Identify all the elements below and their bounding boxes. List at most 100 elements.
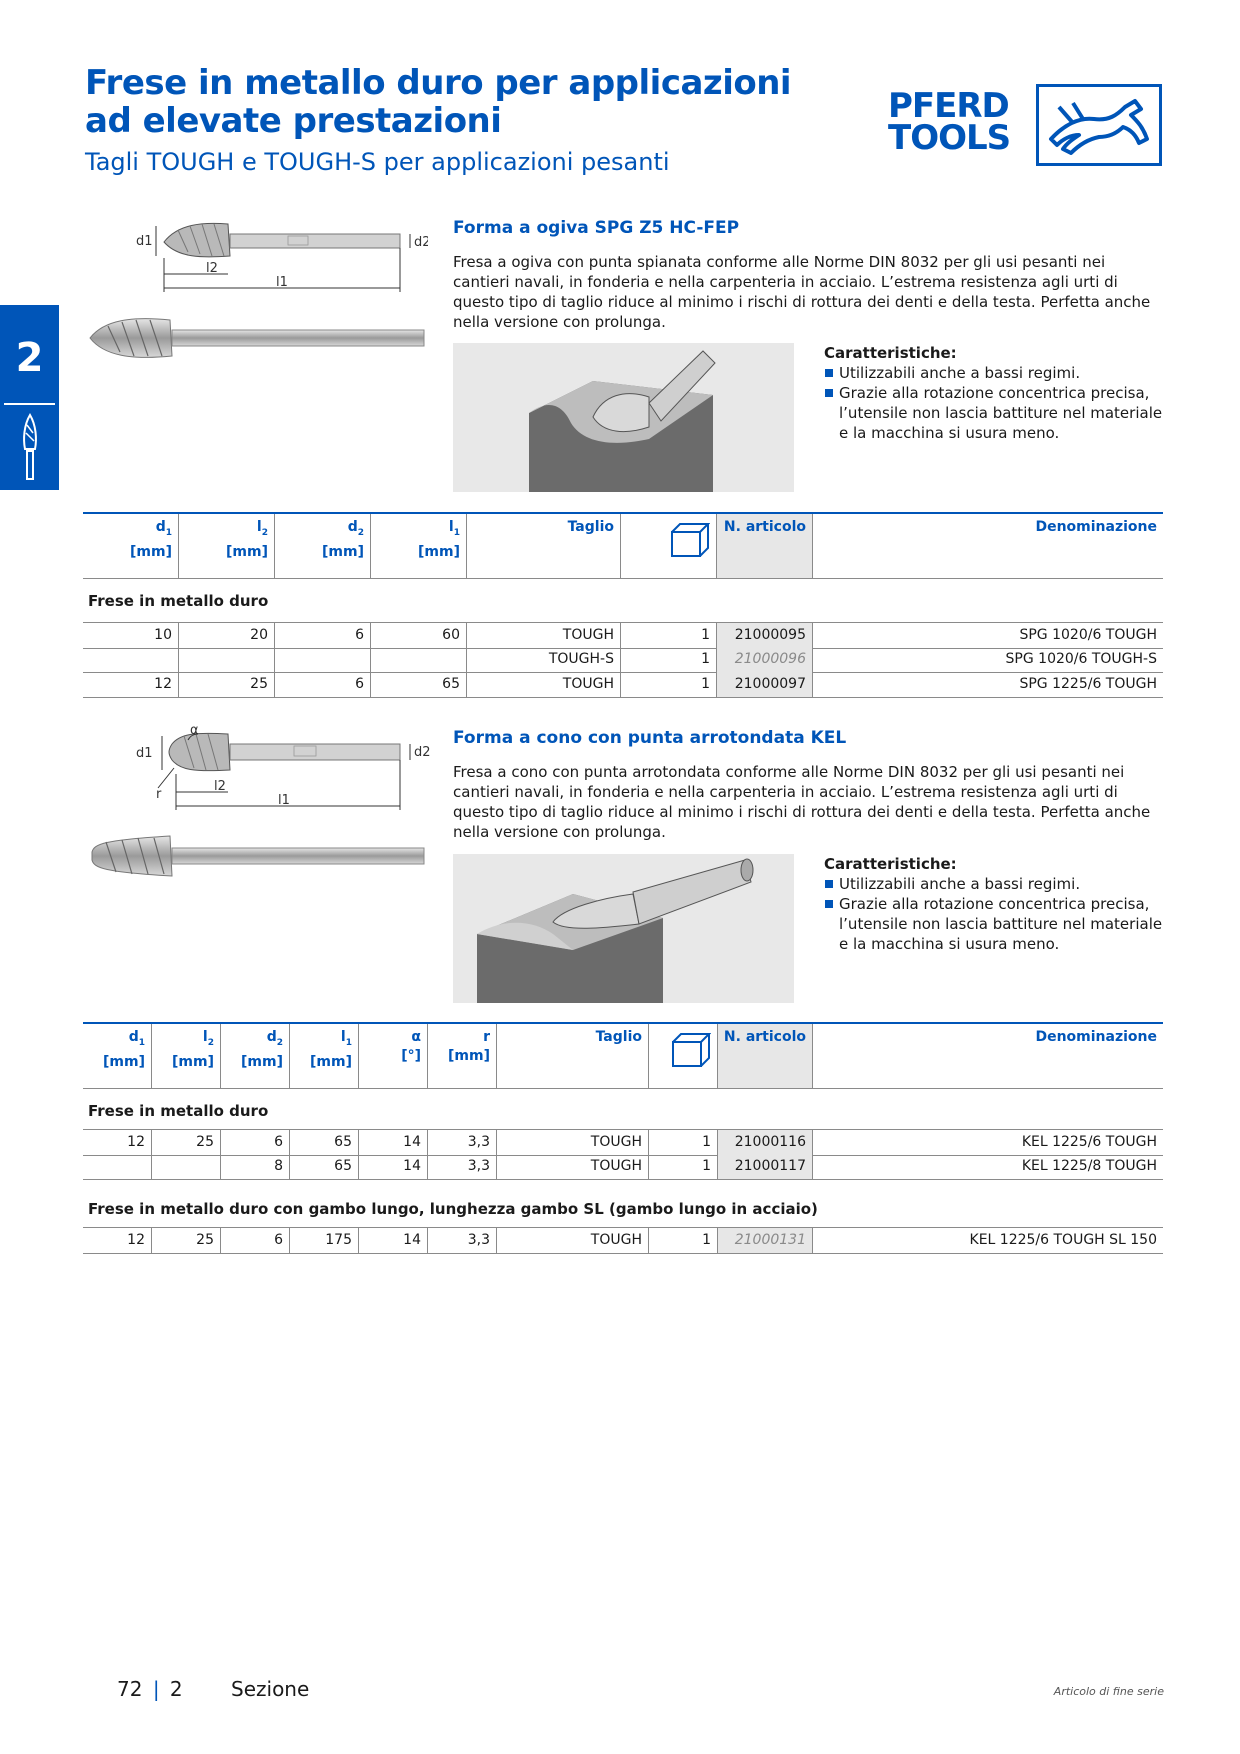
page-number: 72 — [117, 1677, 143, 1701]
col-l1: l1[mm] — [371, 514, 467, 578]
table-cell: 21000117 — [718, 1154, 813, 1179]
dim-l2-label: l2 — [206, 261, 218, 276]
section-number: 2 — [15, 335, 44, 381]
table-cell: SPG 1020/6 TOUGH — [1019, 627, 1157, 643]
table-cell: TOUGH — [497, 1228, 649, 1253]
table-cell: TOUGH-S — [467, 647, 621, 672]
kel-table-header: d1[mm] l2[mm] d2[mm] l1[mm] α[°] r[mm] T… — [83, 1022, 1163, 1089]
col-taglio-kel: Taglio — [497, 1024, 649, 1088]
dim-l1-label-kel: l1 — [278, 793, 290, 808]
table-cell: 65 — [371, 672, 467, 697]
table-cell: KEL 1225/6 TOUGH SL 150 — [969, 1232, 1157, 1248]
table-cell: 3,3 — [428, 1228, 497, 1253]
table-cell: 21000095 — [717, 623, 813, 648]
table-cell: 1 — [649, 1154, 718, 1179]
table-cell: KEL 1225/6 TOUGH — [1021, 1134, 1157, 1150]
kel-application-illustration — [453, 854, 794, 1003]
logo-line-2: TOOLS — [888, 118, 1011, 158]
table-cell: 3,3 — [428, 1130, 497, 1155]
section1-feature-2: Grazie alla rotazione concentrica precis… — [824, 383, 1164, 443]
table-cell: SPG 1225/6 TOUGH — [1019, 676, 1157, 692]
dim-d2-label-kel: d2 — [414, 745, 431, 760]
table-cell: 1 — [649, 1228, 718, 1253]
table-cell: 21000097 — [717, 672, 813, 697]
table-cell: 1 — [649, 1130, 718, 1155]
col-alpha: α[°] — [359, 1024, 428, 1088]
table-cell: TOUGH — [497, 1130, 649, 1155]
table-cell: 21000096 — [717, 647, 813, 672]
col-l2: l2[mm] — [179, 514, 275, 578]
col-d1: d1[mm] — [83, 514, 179, 578]
dim-alpha-label: α — [190, 726, 199, 738]
table-cell: 25 — [152, 1228, 221, 1253]
table-cell: 14 — [359, 1154, 428, 1179]
table-cell: 175 — [290, 1228, 359, 1253]
burr-tool-icon — [23, 413, 37, 480]
table-cell: 10 — [83, 623, 179, 648]
table-cell — [275, 647, 371, 672]
brand-logo-text: PFERD TOOLS — [888, 86, 1011, 158]
col-d2: d2[mm] — [275, 514, 371, 578]
section2-title: Forma a cono con punta arrotondata KEL — [453, 728, 847, 748]
col-pack-kel — [649, 1024, 718, 1088]
table-cell — [83, 647, 179, 672]
table-cell: 1 — [621, 672, 717, 697]
kel-group1-title: Frese in metallo duro — [88, 1102, 269, 1120]
section1-features-title: Caratteristiche: — [824, 344, 957, 362]
kel-dimension-drawing: α d1 r l2 l1 d2 — [136, 726, 431, 810]
col-d1-kel: d1[mm] — [83, 1024, 152, 1088]
spg-dimension-drawing: d1 d2 l2 l1 — [136, 222, 428, 292]
table-cell: TOUGH — [497, 1154, 649, 1179]
table-cell: SPG 1020/6 TOUGH-S — [1005, 651, 1157, 667]
table-cell — [179, 647, 275, 672]
footer-note: Articolo di fine serie — [1053, 1685, 1164, 1698]
col-l1-kel: l1[mm] — [290, 1024, 359, 1088]
table-cell: TOUGH — [467, 672, 621, 697]
horse-logo-icon — [1036, 84, 1162, 166]
table-cell: 8 — [221, 1154, 290, 1179]
footer-section-label: Sezione — [231, 1677, 310, 1701]
table-cell: 25 — [179, 672, 275, 697]
page-subtitle: Tagli TOUGH e TOUGH-S per applicazioni p… — [85, 148, 670, 176]
table-cell: 60 — [371, 623, 467, 648]
logo-line-1: PFERD — [888, 86, 1010, 126]
dim-l1-label: l1 — [276, 275, 288, 290]
col-article-number-kel: N. articolo — [718, 1024, 813, 1088]
section2-feature-2: Grazie alla rotazione concentrica precis… — [824, 894, 1164, 954]
table-cell: 6 — [275, 623, 371, 648]
footer-section-number: 2 — [169, 1677, 183, 1701]
tab-divider — [4, 403, 55, 405]
col-r: r[mm] — [428, 1024, 497, 1088]
package-box-icon — [672, 1033, 712, 1067]
page-footer: 72 | 2 Sezione — [117, 1677, 310, 1701]
table-cell: 6 — [221, 1130, 290, 1155]
dim-d2-label: d2 — [414, 235, 428, 250]
table-cell — [371, 647, 467, 672]
section1-description: Fresa a ogiva con punta spianata conform… — [453, 253, 1151, 331]
col-l2-kel: l2[mm] — [152, 1024, 221, 1088]
table-cell: 65 — [290, 1130, 359, 1155]
table-cell: 25 — [152, 1130, 221, 1155]
dim-l2-label-kel: l2 — [214, 779, 226, 794]
table-cell: 1 — [621, 647, 717, 672]
dim-r-label: r — [156, 787, 162, 802]
col-d2-kel: d2[mm] — [221, 1024, 290, 1088]
section1-features: Caratteristiche: Utilizzabili anche a ba… — [824, 343, 1164, 443]
kel-group2-title: Frese in metallo duro con gambo lungo, l… — [88, 1200, 818, 1218]
col-denominazione: Denominazione — [1035, 519, 1157, 535]
table-cell: 12 — [83, 1228, 152, 1253]
table-cell — [83, 1154, 152, 1179]
page-title: Frese in metallo duro per applicazioni a… — [85, 63, 792, 141]
table-cell — [152, 1154, 221, 1179]
table-cell: 20 — [179, 623, 275, 648]
spg-table-header: d1[mm] l2[mm] d2[mm] l1[mm] Taglio N. ar… — [83, 512, 1163, 579]
section2-feature-1: Utilizzabili anche a bassi regimi. — [824, 874, 1164, 894]
table-cell: 14 — [359, 1130, 428, 1155]
section-side-tab: 2 — [0, 305, 59, 490]
section2-description: Fresa a cono con punta arrotondata confo… — [453, 763, 1151, 841]
section2-features: Caratteristiche: Utilizzabili anche a ba… — [824, 854, 1164, 954]
